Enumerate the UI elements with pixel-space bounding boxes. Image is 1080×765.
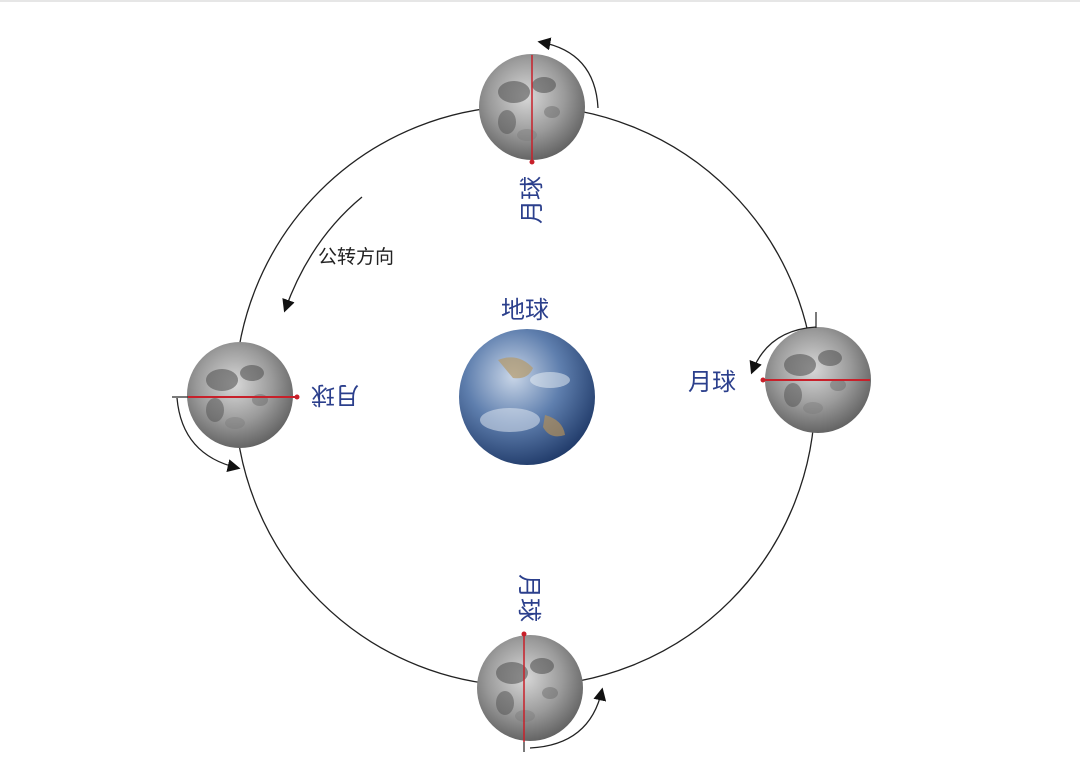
moon-left-label: 月球 xyxy=(311,381,359,409)
rotation-arrow-icon xyxy=(537,37,599,109)
rotation-arrow-icon xyxy=(176,397,241,472)
moon-top xyxy=(479,37,599,165)
moon-left xyxy=(172,342,300,472)
revolution-direction-label: 公转方向 xyxy=(318,246,394,268)
rotation-arrow-icon xyxy=(529,687,607,749)
earth-label: 地球 xyxy=(501,296,549,324)
earth xyxy=(459,329,595,465)
moon-top-label: 月球 xyxy=(518,176,546,224)
top-border xyxy=(0,0,1080,2)
moon-right xyxy=(749,312,871,433)
moon-bottom xyxy=(477,631,607,752)
moon-right-label: 月球 xyxy=(688,368,736,396)
moon-bottom-label: 月球 xyxy=(515,574,543,622)
revolution-direction-arrow-icon xyxy=(282,196,363,313)
rotation-arrow-icon xyxy=(749,326,817,375)
